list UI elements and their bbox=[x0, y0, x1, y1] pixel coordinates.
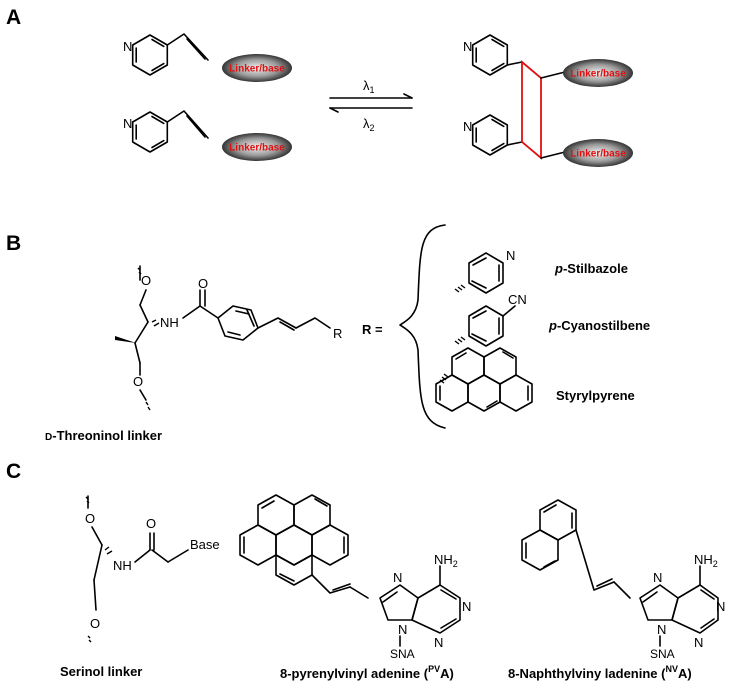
linker-base-label: Linker/base bbox=[570, 149, 626, 160]
pyridine-n-atom: N bbox=[463, 119, 472, 134]
pyridine-monomer-top: N Linker/base bbox=[123, 33, 292, 82]
pyridine-n-atom: N bbox=[123, 116, 132, 131]
threoninol-linker-structure: O NH O R O bbox=[115, 265, 342, 411]
panel-b-label: B bbox=[6, 232, 21, 255]
oxygen-atom-bottom: O bbox=[133, 374, 143, 389]
cyano-group: CN bbox=[508, 292, 527, 307]
linker-base-label: Linker/base bbox=[570, 69, 626, 80]
cyclobutane-dimer: N N Linker/base Linker/base bbox=[463, 34, 633, 167]
amino-group: NH2 bbox=[434, 552, 458, 569]
pyridine-monomer-bottom: N Linker/base bbox=[123, 110, 292, 161]
option-stilbazole: p-Stilbazole bbox=[554, 261, 628, 276]
pyridine-n-atom: N bbox=[506, 248, 515, 263]
purine-n3: N bbox=[434, 635, 443, 650]
serinol-linker-caption: Serinol linker bbox=[60, 664, 142, 679]
option-cyanostilbene: p-Cyanostilbene bbox=[548, 318, 650, 333]
option-styrylpyrene: Styrylpyrene bbox=[556, 388, 635, 403]
cyanostilbene-group: CN bbox=[454, 292, 527, 347]
purine-n7: N bbox=[653, 570, 662, 585]
panel-c-label: C bbox=[6, 460, 21, 483]
pva-structure: N N SNA N N NH2 bbox=[239, 494, 471, 661]
nva-caption: 8-Naphthylviny ladenine (NVA) bbox=[508, 664, 692, 681]
curly-brace bbox=[399, 224, 446, 429]
purine-n3: N bbox=[694, 635, 703, 650]
carbonyl-oxygen: O bbox=[198, 276, 208, 291]
oxygen-atom-top: O bbox=[85, 511, 95, 526]
nva-structure: N N SNA N N NH2 bbox=[521, 499, 725, 661]
panel-a-label: A bbox=[6, 6, 21, 29]
purine-n1: N bbox=[716, 599, 725, 614]
sna-label: SNA bbox=[390, 647, 415, 661]
threoninol-linker-caption: D-Threoninol linker bbox=[45, 428, 162, 443]
pva-caption: 8-pyrenylvinyl adenine (PVA) bbox=[280, 664, 454, 681]
r-equals: R = bbox=[362, 322, 383, 337]
serinol-linker-structure: O NH O O Base bbox=[85, 495, 220, 643]
purine-n9: N bbox=[398, 622, 407, 637]
base-group: Base bbox=[190, 537, 220, 552]
pyridine-n-atom: N bbox=[463, 39, 472, 54]
linker-base-label: Linker/base bbox=[229, 64, 285, 75]
pyrene-group bbox=[435, 347, 533, 412]
purine-n7: N bbox=[393, 570, 402, 585]
nh-amide: NH bbox=[113, 558, 132, 573]
carbonyl-oxygen: O bbox=[146, 516, 156, 531]
equilibrium-arrows: λ1 λ2 bbox=[329, 78, 413, 133]
lambda-2-label: λ2 bbox=[363, 116, 375, 133]
stilbazole-group: N bbox=[454, 248, 515, 294]
oxygen-atom-bottom: O bbox=[90, 616, 100, 631]
purine-n9: N bbox=[657, 622, 666, 637]
cyclobutane-ring bbox=[521, 60, 542, 160]
r-group: R bbox=[333, 326, 342, 341]
linker-base-label: Linker/base bbox=[229, 143, 285, 154]
pyridine-n-atom: N bbox=[123, 39, 132, 54]
nh-amide: NH bbox=[160, 315, 179, 330]
oxygen-atom-top: O bbox=[141, 273, 151, 288]
amino-group: NH2 bbox=[694, 552, 718, 569]
purine-n1: N bbox=[462, 599, 471, 614]
lambda-1-label: λ1 bbox=[363, 78, 375, 95]
sna-label: SNA bbox=[650, 647, 675, 661]
